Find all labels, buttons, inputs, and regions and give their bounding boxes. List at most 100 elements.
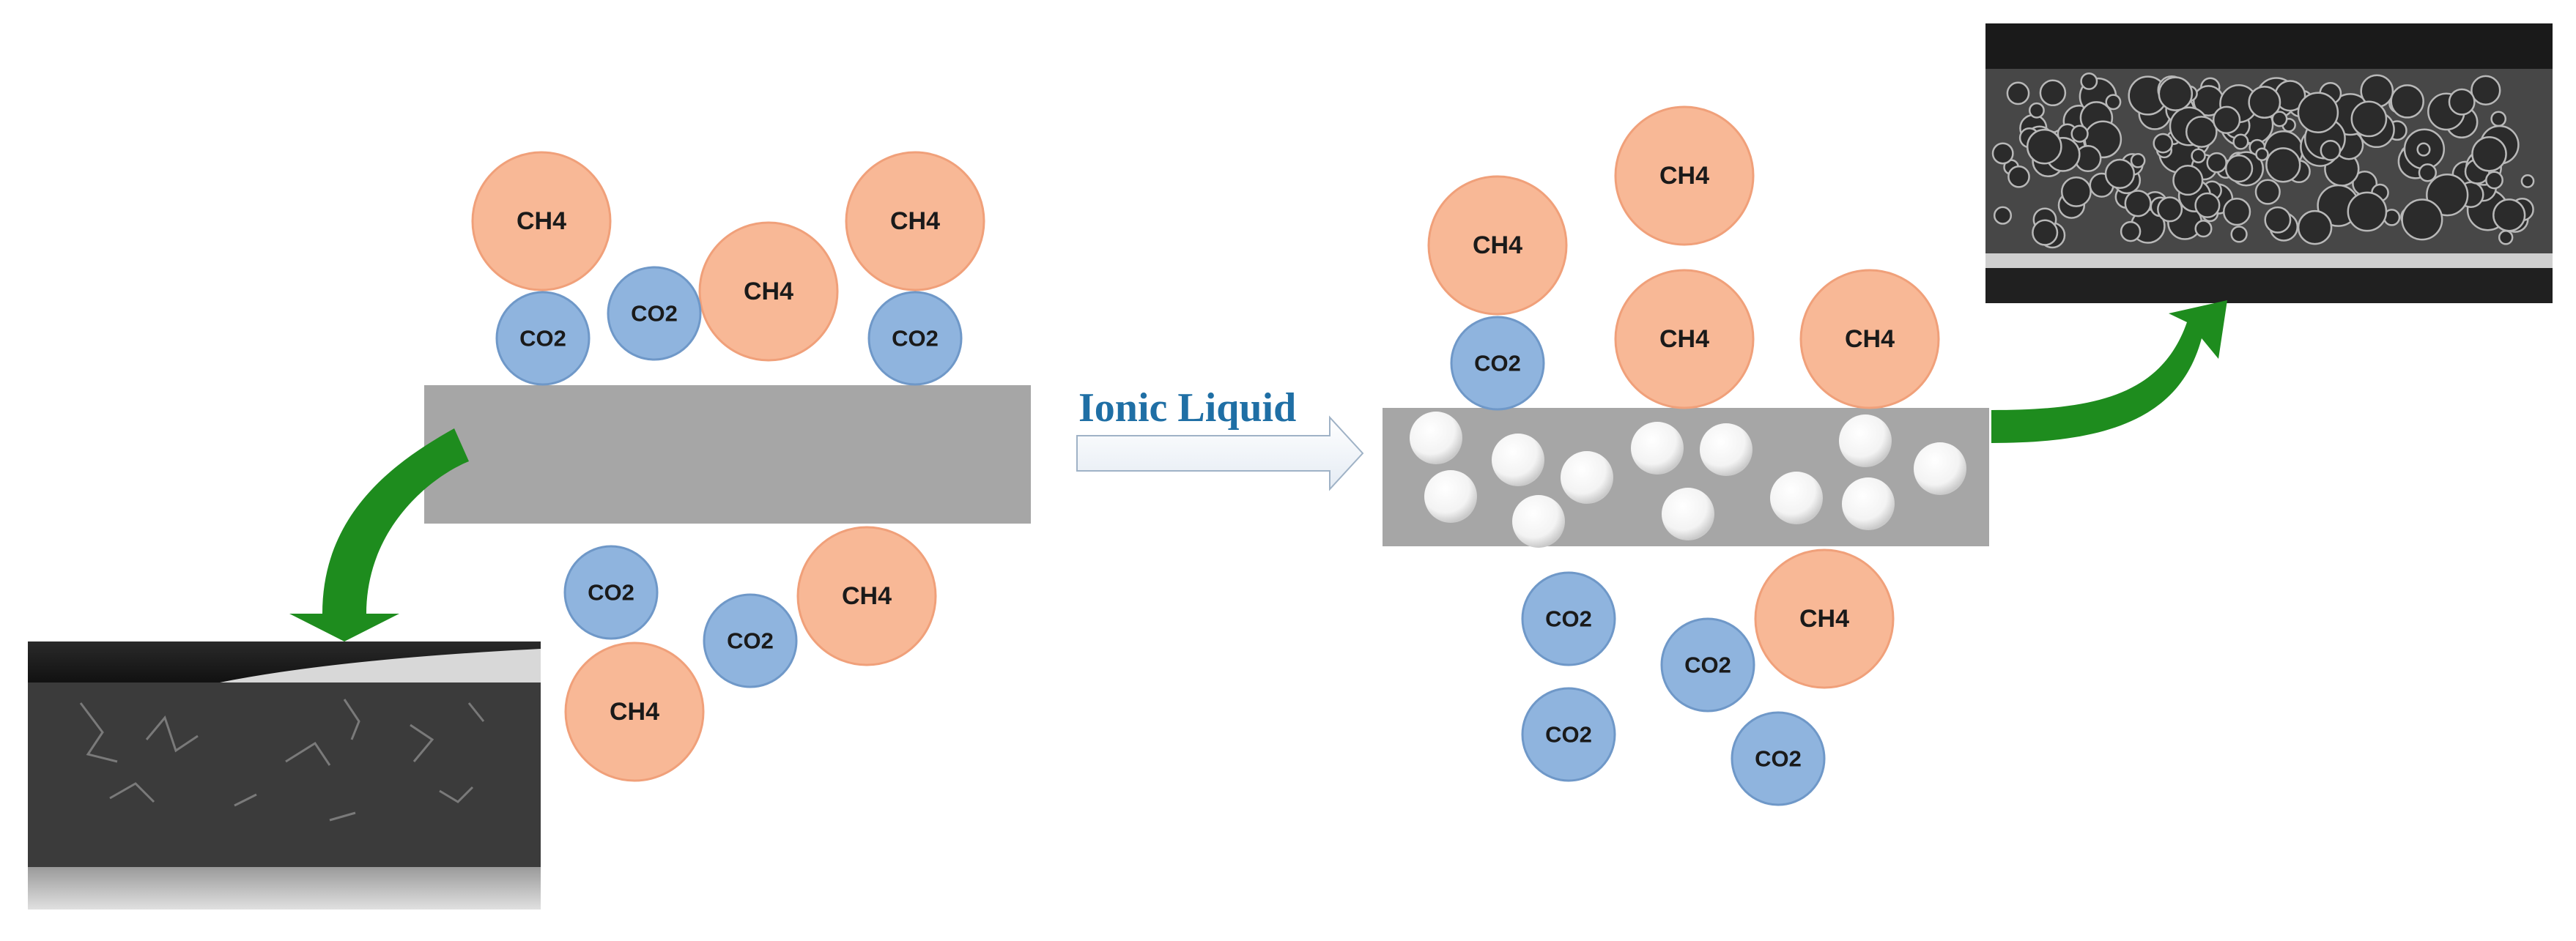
sem-pore [2224, 154, 2254, 183]
sem-pore [2520, 174, 2535, 188]
ch4-molecule: CH4 [1427, 175, 1568, 316]
sem-pore [2157, 196, 2183, 223]
sem-pore [2350, 100, 2388, 138]
ch4-molecule: CH4 [845, 151, 985, 291]
sem-pore [2007, 165, 2030, 188]
sem-pore [2194, 192, 2221, 218]
sem-pore [2191, 148, 2206, 163]
sem-pore [2080, 72, 2098, 90]
sem-pore [2255, 147, 2269, 161]
ionic-liquid-pores [1410, 412, 1966, 548]
sem-pore [2060, 176, 2092, 207]
co2-molecule: CO2 [563, 545, 659, 640]
sem-pore [1991, 142, 2014, 165]
right-arrow-icon [1076, 415, 1364, 491]
svg-text:CO2: CO2 [631, 301, 678, 327]
sem-image-porous-membrane [1985, 23, 2553, 303]
svg-text:CO2: CO2 [1545, 722, 1592, 748]
sem-pore [2297, 92, 2339, 133]
sem-pore [2390, 84, 2424, 119]
sem-pore [2039, 79, 2067, 107]
curved-arrow-up-icon [1991, 300, 2227, 443]
sem-pore [2120, 220, 2142, 242]
sem-pore [2185, 116, 2218, 148]
sem-pore [2470, 75, 2501, 105]
ch4-molecule: CH4 [796, 526, 937, 666]
co2-molecule: CO2 [495, 291, 591, 386]
sem-pore [2485, 171, 2503, 190]
svg-text:CO2: CO2 [1684, 652, 1731, 678]
sem-pore [2448, 88, 2476, 116]
ch4-molecule: CH4 [1614, 269, 1755, 409]
ch4-molecule: CH4 [698, 221, 839, 362]
co2-molecule: CO2 [867, 291, 963, 386]
sem-pore [2271, 111, 2288, 127]
ch4-molecule: CH4 [1754, 548, 1895, 689]
svg-text:CO2: CO2 [1545, 606, 1592, 632]
co2-molecule: CO2 [1731, 711, 1826, 806]
sem-pore [2124, 190, 2152, 217]
sem-pore [2158, 76, 2194, 111]
sem-pore [2028, 102, 2045, 119]
molecules-right: CH4 CH4 CH4 CH4 CO2 CO2 CO2 CO2 [1427, 105, 1940, 806]
sem-pore [2490, 111, 2507, 127]
sem-pore [2104, 158, 2136, 190]
sem-pore [2222, 197, 2251, 226]
svg-text:CO2: CO2 [1755, 746, 1802, 772]
svg-text:CH4: CH4 [1845, 325, 1895, 353]
ch4-molecule: CH4 [1799, 269, 1940, 409]
sem-pore [2416, 142, 2431, 157]
svg-text:CH4: CH4 [517, 207, 566, 235]
svg-text:CO2: CO2 [519, 326, 566, 352]
ch4-molecule: CH4 [1614, 105, 1755, 246]
svg-text:CH4: CH4 [610, 698, 659, 726]
svg-text:CO2: CO2 [588, 580, 634, 606]
sem-pore [2230, 226, 2248, 243]
svg-text:CH4: CH4 [842, 582, 892, 610]
sem-pore [2070, 124, 2089, 143]
ionic-liquid-process-arrow: Ionic Liquid [1076, 385, 1364, 491]
svg-text:CO2: CO2 [727, 628, 774, 654]
sem-pore [2264, 206, 2292, 234]
sem-pore [2032, 219, 2059, 246]
sem-pore [2492, 198, 2526, 232]
sem-pore [2130, 152, 2146, 168]
svg-text:CH4: CH4 [1799, 605, 1849, 633]
svg-text:CH4: CH4 [1473, 231, 1522, 259]
sem-pore [2153, 133, 2174, 154]
sem-pore [2347, 191, 2388, 232]
curved-arrow-down-icon [289, 428, 469, 641]
sem-pore [2297, 209, 2333, 245]
ch4-molecule: CH4 [471, 151, 612, 291]
sem-pore [2248, 86, 2281, 119]
co2-molecule: CO2 [1521, 687, 1616, 782]
molecules-left: CH4 CH4 CH4 CO2 CO2 CO2 CO2 C [471, 151, 985, 782]
sem-pore [2254, 179, 2281, 205]
sem-pore [2212, 105, 2241, 134]
sem-pore [2194, 220, 2213, 238]
co2-molecule: CO2 [1521, 571, 1616, 666]
co2-molecule: CO2 [607, 266, 702, 361]
sem-pore [2320, 140, 2342, 161]
dense-membrane [424, 385, 1031, 524]
sem-pore [2105, 94, 2122, 111]
co2-molecule: CO2 [703, 593, 798, 688]
ch4-molecule: CH4 [564, 641, 705, 782]
svg-text:CO2: CO2 [1474, 351, 1521, 376]
svg-text:CH4: CH4 [744, 278, 793, 305]
sem-pore [1993, 206, 2013, 225]
svg-text:CH4: CH4 [1659, 162, 1709, 190]
sem-pore [2265, 147, 2301, 183]
sem-pore [2232, 133, 2249, 150]
sem-pore [2418, 163, 2438, 182]
sem-image-dense-membrane [28, 641, 541, 910]
svg-text:CH4: CH4 [890, 207, 940, 235]
svg-text:CH4: CH4 [1659, 325, 1709, 353]
sem-pore [2172, 165, 2204, 196]
svg-text:CO2: CO2 [892, 326, 939, 352]
sem-pore [2401, 198, 2443, 241]
sem-pore [2026, 128, 2062, 165]
sem-pore [2006, 81, 2030, 105]
sem-pore [2471, 135, 2507, 172]
